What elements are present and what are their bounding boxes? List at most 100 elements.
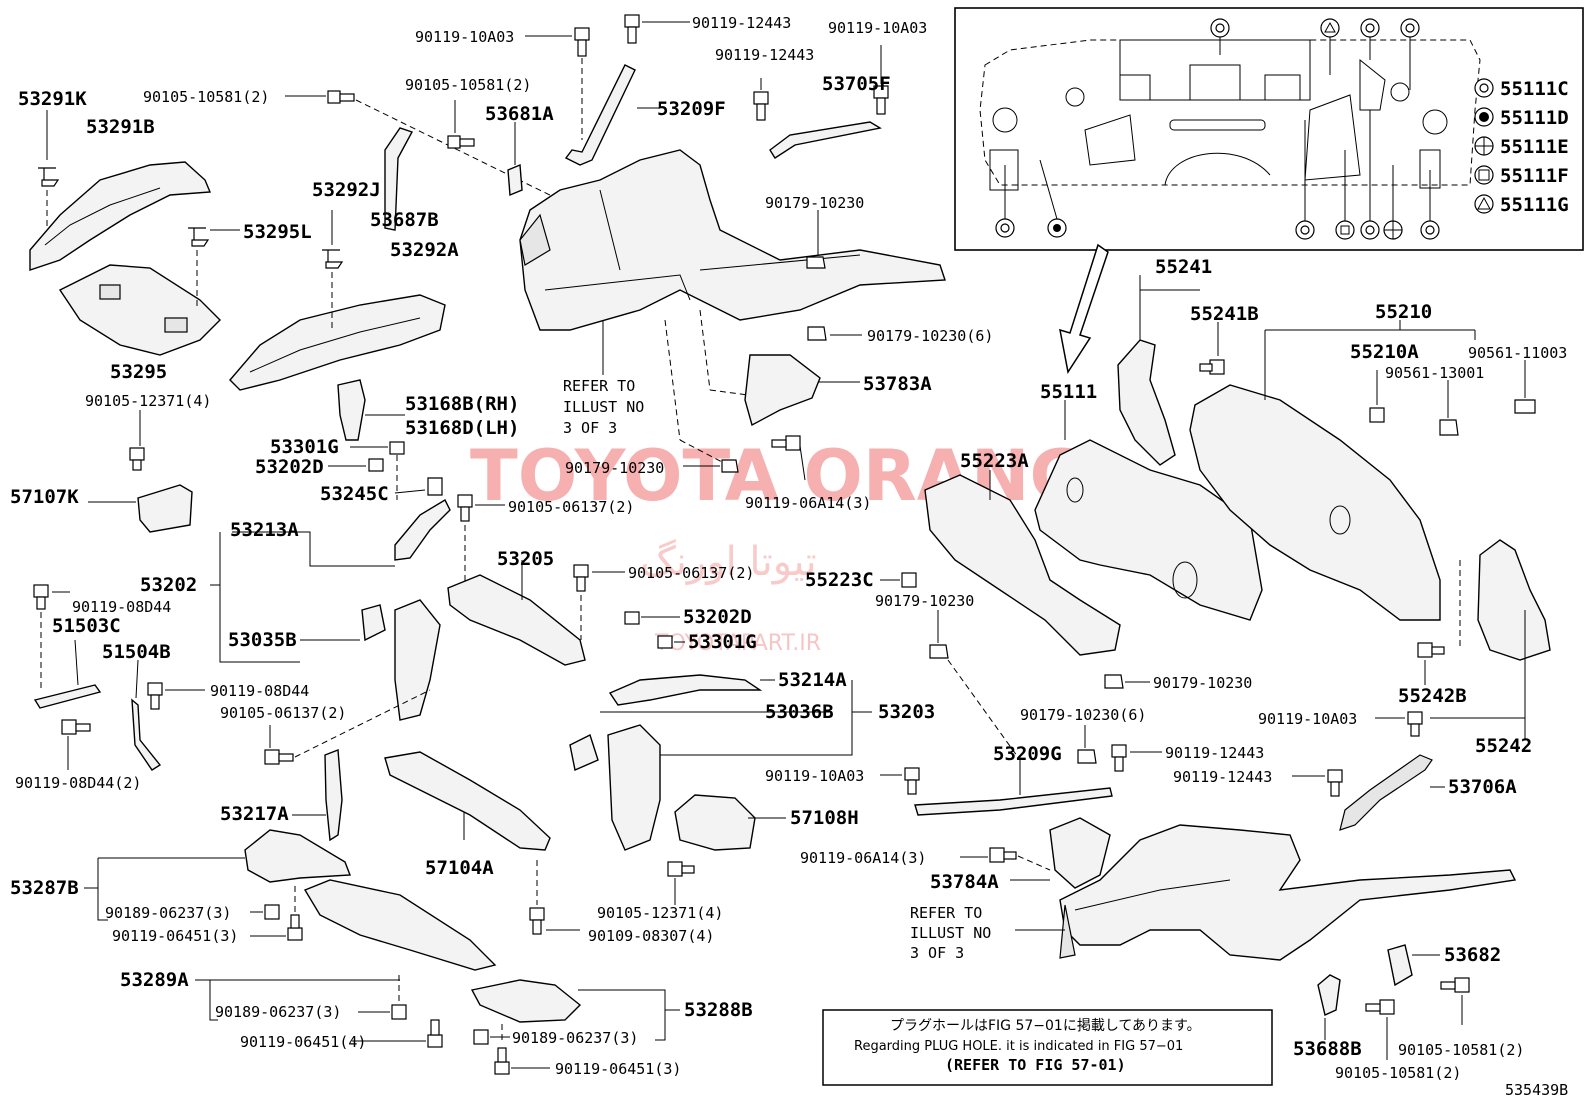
nut-53301G: [350, 441, 405, 500]
label-90179-10230-a: 90179-10230: [765, 194, 864, 212]
part-53214A-shape: [608, 674, 763, 706]
part-53288B-shape: [470, 979, 582, 1023]
label-90189-06237-b: 90189-06237(3): [215, 1003, 341, 1021]
part-53287B-shape: [244, 829, 351, 883]
label-53168D: 53168D(LH): [405, 417, 519, 439]
label-53214A: 53214A: [778, 669, 847, 691]
label-51503C: 51503C: [52, 615, 121, 637]
bolt-90119-12443-a: [624, 14, 690, 44]
label-90179-10230-d: 90179-10230: [1153, 674, 1252, 692]
watermark-site: TOYOTAPART.IR: [654, 631, 821, 656]
label-90119-06451-4: 90119-06451(4): [240, 1033, 366, 1051]
part-53705F-shape: [769, 121, 882, 159]
part-53292A-shape: [229, 294, 446, 391]
part-57107K-shape: [88, 410, 193, 533]
label-53291K: 53291K: [18, 88, 87, 110]
label-55242B: 55242B: [1398, 685, 1467, 707]
label-53301G: 53301G: [270, 436, 339, 458]
label-90119-08D44-a: 90119-08D44: [72, 598, 171, 616]
part-53289A-shape: [303, 879, 497, 971]
bolt-90119-06A14-b: [960, 847, 1051, 871]
label-53292J: 53292J: [312, 179, 381, 201]
bolt-55241B: [1199, 322, 1225, 375]
label-53682: 53682: [1444, 944, 1501, 966]
bolt-90105-06137-b: [573, 564, 625, 640]
label-90561-11003: 90561-11003: [1468, 344, 1567, 362]
label-53289A: 53289A: [120, 969, 189, 991]
bolt-90119-06451-b: [494, 1020, 550, 1075]
label-53291B: 53291B: [86, 116, 155, 138]
bolt-90105-10581-d: [1365, 999, 1395, 1060]
label-53202: 53202: [140, 574, 197, 596]
bolt-90119-10A03-d: [880, 767, 920, 795]
label-90119-08D44-2: 90119-08D44(2): [15, 774, 141, 792]
clip-53245C: [394, 477, 443, 496]
part-53687B-shape: [384, 127, 414, 231]
legend-code-c: 55111C: [1500, 78, 1569, 100]
part-51504B-shape: [131, 698, 162, 771]
label-90119-10A03-d: 90119-10A03: [765, 767, 864, 785]
label-55242: 55242: [1475, 735, 1532, 757]
label-90119-10A03-c: 90119-10A03: [1258, 710, 1357, 728]
label-90189-06237-c: 90189-06237(3): [512, 1029, 638, 1047]
bolt-90119-10A03-a: [525, 27, 590, 140]
nut-55223C: [880, 572, 917, 588]
plug-hole-note: プラグホールはFIG 57−01に掲載してあります。 Regarding PLU…: [822, 1009, 1273, 1086]
nut-90179-10230-a: [806, 210, 826, 269]
part-53217A-shape: [324, 749, 343, 842]
label-90105-12371-b: 90105-12371(4): [597, 904, 723, 922]
label-90179-10230-6b: 90179-10230(6): [1020, 706, 1146, 724]
part-53783A-shape: [744, 354, 821, 427]
bolt-90119-08D44-2: [61, 719, 91, 770]
label-90119-12443-a: 90119-12443: [692, 14, 791, 32]
label-90105-10581-a: 90105-10581(2): [143, 88, 269, 106]
part-53682-shape: [1387, 944, 1413, 987]
label-53292A: 53292A: [390, 239, 459, 261]
part-55223A-shape: [924, 474, 1121, 656]
label-refer1-line2: ILLUST NO: [563, 398, 644, 416]
label-90109-08307: 90109-08307(4): [588, 927, 714, 945]
label-90561-13001: 90561-13001: [1385, 364, 1484, 382]
watermark-brand-fa: تیوتا اورنگ: [640, 539, 817, 585]
direction-arrow-icon: [1059, 243, 1109, 374]
part-53168-shape: [337, 379, 366, 441]
part-53291B-shape: [29, 161, 212, 271]
inset-panel: 55111C 55111D 55111E 55111F 55111G: [954, 7, 1584, 251]
legend-code-f: 55111F: [1500, 165, 1569, 187]
label-53301G-b: 53301G: [688, 631, 757, 653]
legend-code-g: 55111G: [1500, 194, 1569, 216]
clip-53292J: [322, 210, 344, 330]
bolt-90119-06451-4: [352, 1019, 443, 1048]
bolt-90119-08D44-b: [147, 682, 205, 710]
label-90179-10230-b: 90179-10230: [565, 459, 664, 477]
label-90179-10230-6a: 90179-10230(6): [867, 327, 993, 345]
clip-53295L: [188, 227, 240, 308]
bolt-90105-12371-b: [667, 861, 695, 905]
inset-markers-bottom: [995, 110, 1440, 240]
bolt-90105-06137-a: [457, 494, 505, 585]
label-53287B: 53287B: [10, 877, 79, 899]
part-53036B-shape: [607, 724, 661, 851]
label-51504B: 51504B: [102, 641, 171, 663]
part-53706A-shape: [1339, 754, 1433, 831]
label-90179-10230-c: 90179-10230: [875, 592, 974, 610]
nut-53202D: [328, 458, 384, 472]
part-55242-shape: [1430, 539, 1551, 740]
part-55241-shape: [1117, 275, 1200, 466]
note-ref-text: (REFER TO FIG 57-01): [945, 1056, 1126, 1074]
bolt-90119-10A03-c: [1375, 711, 1423, 737]
label-53036B: 53036B: [765, 701, 834, 723]
label-refer1-line1: REFER TO: [563, 377, 635, 395]
nut-90179-10230-d: [1104, 674, 1150, 689]
label-57107K: 57107K: [10, 486, 79, 508]
part-53688B-shape: [1317, 974, 1341, 1016]
label-53245C: 53245C: [320, 483, 389, 505]
label-55241B: 55241B: [1190, 303, 1259, 325]
nut-90179-10230-6a: [807, 326, 862, 341]
label-53209F: 53209F: [657, 98, 726, 120]
part-57108H-shape: [674, 794, 756, 851]
legend-code-e: 55111E: [1500, 136, 1569, 158]
legend-code-d: 55111D: [1500, 107, 1569, 129]
label-90105-10581-d: 90105-10581(2): [1335, 1064, 1461, 1082]
label-53295L: 53295L: [243, 221, 312, 243]
